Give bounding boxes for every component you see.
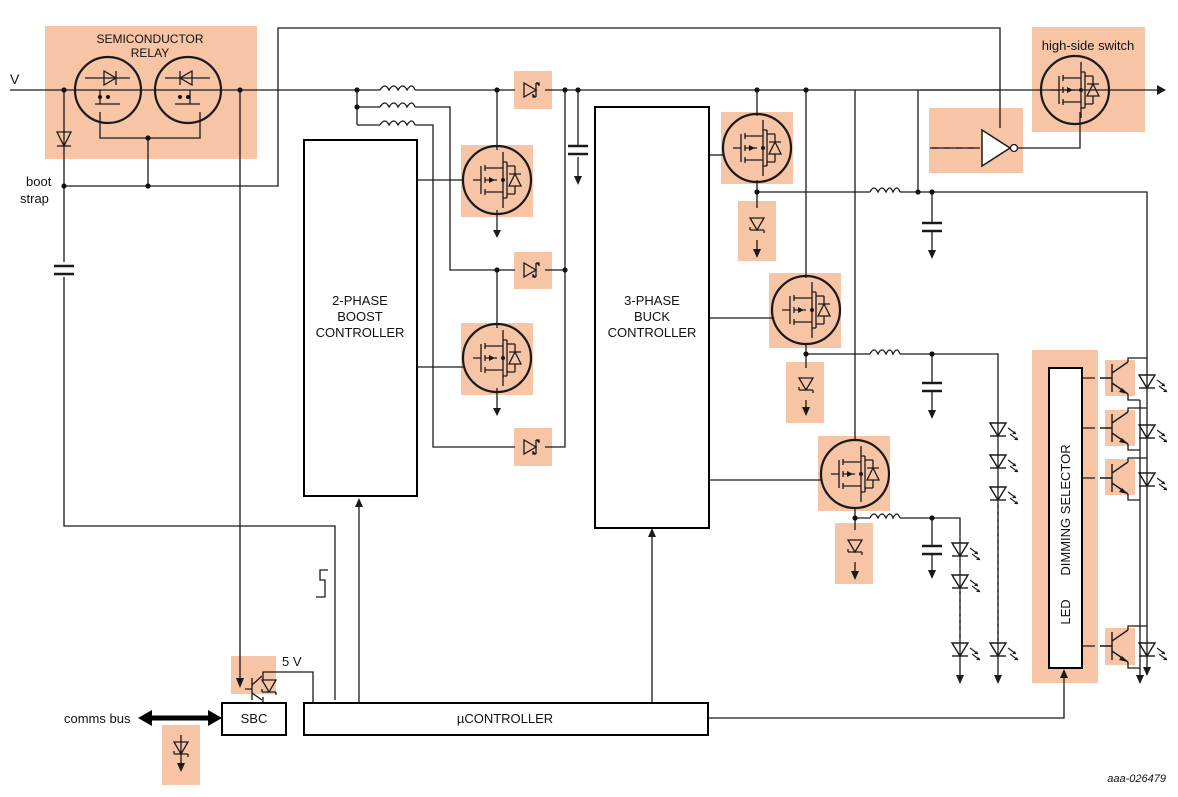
boost-controller-block <box>303 139 418 497</box>
junction-dots <box>61 87 935 521</box>
diodes <box>55 82 863 758</box>
strap-label: strap <box>20 191 49 206</box>
ucontroller-label: µCONTROLLER <box>457 711 553 726</box>
comms-bus-label: comms bus <box>64 711 131 726</box>
led-dimming-label-1: LED <box>1058 599 1073 624</box>
inductors <box>379 85 901 520</box>
boost-label-2: BOOST <box>337 309 383 324</box>
boost-label-3: CONTROLLER <box>316 325 405 340</box>
buck-label-1: 3-PHASE <box>624 293 680 308</box>
buck-label-2: BUCK <box>634 309 670 324</box>
comms-bus-arrowhead-left <box>138 710 152 726</box>
wiring <box>10 27 1166 772</box>
led-dimming-selector-block <box>1048 367 1083 669</box>
led-dimming-label-2: DIMMING SELECTOR <box>1058 444 1073 575</box>
reference-code: aaa-026479 <box>1107 773 1166 785</box>
relay-title-2: RELAY <box>131 46 169 60</box>
v-input-label: V <box>10 71 20 87</box>
buck-label-3: CONTROLLER <box>608 325 697 340</box>
boot-label: boot <box>26 174 52 189</box>
high-side-switch-label: high-side switch <box>1042 38 1135 53</box>
ucontroller-block <box>303 702 709 736</box>
capacitors <box>54 144 942 556</box>
buck-controller-block <box>594 106 710 529</box>
relay-title-1: SEMICONDUCTOR <box>96 32 203 46</box>
sbc-transistor <box>245 675 263 701</box>
sbc-label: SBC <box>241 711 268 726</box>
relay-mosfets <box>73 55 223 125</box>
comms-bus-arrowhead-right <box>208 710 222 726</box>
five-v-label: 5 V <box>282 654 302 669</box>
inverter-buffer <box>932 128 1019 168</box>
dimming-transistors <box>1099 357 1147 684</box>
sbc-block <box>221 702 287 736</box>
led-strings <box>951 374 1168 661</box>
boost-label-1: 2-PHASE <box>332 293 388 308</box>
